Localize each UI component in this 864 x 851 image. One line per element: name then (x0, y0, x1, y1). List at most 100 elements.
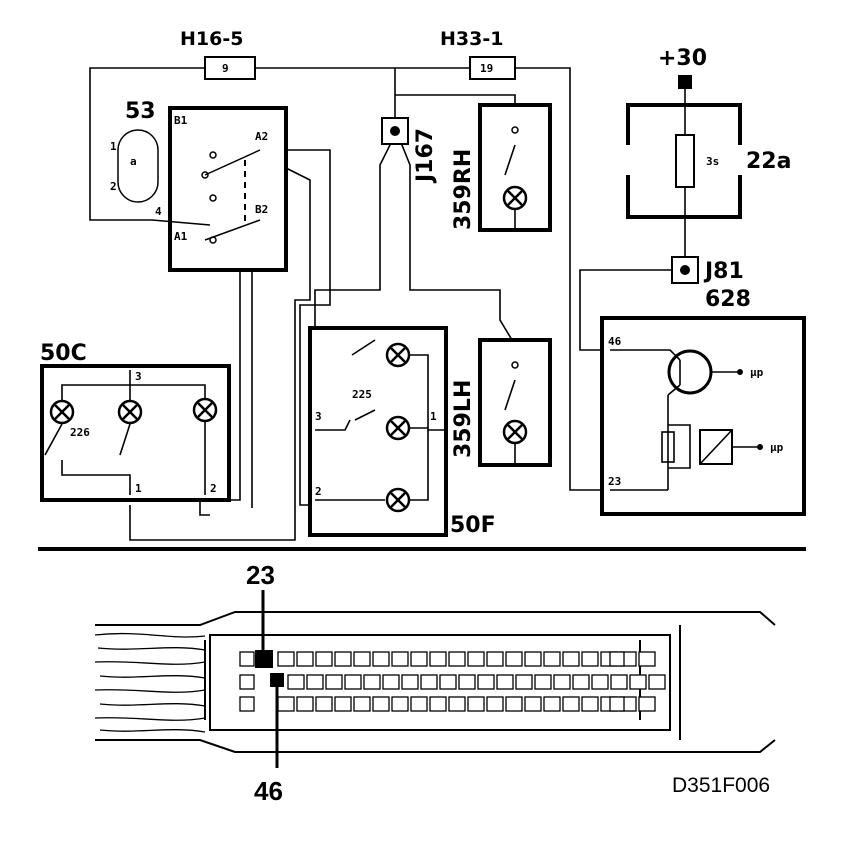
connector-cell (277, 651, 295, 667)
connector-cell (382, 674, 400, 690)
svg-text:a: a (130, 155, 137, 168)
connector-cell (638, 651, 656, 667)
svg-text:2: 2 (210, 482, 217, 495)
connector-cell (581, 696, 599, 712)
junction-j167: J167 (381, 117, 438, 184)
svg-text:46: 46 (608, 335, 622, 348)
svg-text:µp: µp (770, 441, 784, 454)
connector-cell (420, 674, 438, 690)
connector-cell (609, 696, 625, 712)
component-50f-label: 50F (450, 513, 496, 538)
j81-label: J81 (703, 259, 744, 284)
svg-text:1: 1 (135, 482, 142, 495)
connector-cell (562, 651, 580, 667)
connector-cell (515, 674, 533, 690)
svg-text:1: 1 (110, 140, 117, 153)
connector-cell (467, 651, 485, 667)
connector-cell (277, 696, 295, 712)
connector-cell (306, 674, 324, 690)
connector-cell (315, 651, 333, 667)
connector-cell (372, 651, 390, 667)
connector-cell (353, 651, 371, 667)
fuse-h33-pin: 19 (480, 62, 493, 75)
connector-cell (410, 696, 428, 712)
svg-text:3: 3 (135, 370, 142, 383)
connector-cell (524, 696, 542, 712)
connector-pin-23 (255, 650, 273, 668)
fuse-h16-pin: 9 (222, 62, 229, 75)
connector-cell (239, 696, 255, 712)
lamp-359rh: 359RH (451, 103, 552, 232)
fuse-22a: +30 3s 22a (625, 46, 791, 255)
connector-cell (629, 674, 647, 690)
lamp-359lh: 359LH (451, 338, 552, 467)
connector-cell (648, 674, 666, 690)
connector-cell (524, 651, 542, 667)
connector-cell (448, 651, 466, 667)
connector-cell (591, 674, 609, 690)
connector-cell (581, 651, 599, 667)
connector-cell (553, 674, 571, 690)
connector-cell (505, 651, 523, 667)
connector-cell (287, 674, 305, 690)
lamp-unit-50f: 3 1 2 225 50F (308, 326, 496, 538)
connector-cell (372, 696, 390, 712)
fuse-h16-label: H16-5 (180, 28, 243, 50)
svg-text:1: 1 (430, 410, 437, 423)
connector-cell (401, 674, 419, 690)
svg-text:23: 23 (608, 475, 621, 488)
connector-cell (344, 674, 362, 690)
pin-label-23: 23 (246, 560, 275, 590)
fuse-h16-5: H16-5 9 (180, 28, 256, 80)
component-53-label: 53 (125, 99, 156, 124)
connector-cell (363, 674, 381, 690)
svg-text:4: 4 (155, 205, 162, 218)
junction-j81: J81 (671, 256, 744, 284)
svg-text:3s: 3s (706, 155, 719, 168)
pin-label-46: 46 (254, 776, 283, 806)
svg-text:B1: B1 (174, 114, 188, 127)
connector-cell (296, 651, 314, 667)
connector-cell (477, 674, 495, 690)
connector-cell (448, 696, 466, 712)
connector-cell (439, 674, 457, 690)
connector-cell (334, 696, 352, 712)
component-22a-label: 22a (746, 149, 791, 174)
connector-cell (239, 651, 255, 667)
ecu-connector: 23 46 (94, 560, 776, 806)
connector-cell (353, 696, 371, 712)
connector-cell (429, 696, 447, 712)
connector-cell (505, 696, 523, 712)
rh-label: 359RH (451, 149, 476, 230)
j167-label: J167 (413, 128, 438, 184)
svg-text:A2: A2 (255, 130, 268, 143)
switch-53: 53 1 2 a 4 B1 A1 A2 B2 (110, 99, 288, 272)
component-628-label: 628 (705, 287, 751, 312)
connector-cell (534, 674, 552, 690)
svg-text:µp: µp (750, 366, 764, 379)
connector-cell (543, 696, 561, 712)
connector-cell (315, 696, 333, 712)
svg-text:225: 225 (352, 388, 372, 401)
lamp-unit-50c: 50C 3 1 2 226 (40, 341, 231, 502)
fuse-h33-label: H33-1 (440, 28, 503, 50)
connector-cell (638, 696, 656, 712)
svg-text:3: 3 (315, 410, 322, 423)
component-50c-label: 50C (40, 341, 87, 366)
svg-text:226: 226 (70, 426, 90, 439)
connector-cell (609, 651, 625, 667)
connector-cell (429, 651, 447, 667)
connector-cell (325, 674, 343, 690)
connector-cell (334, 651, 352, 667)
connector-cell (239, 674, 255, 690)
ecu-628: 628 46 23 µp µp (600, 287, 806, 516)
connector-cell (486, 696, 504, 712)
connector-cell (410, 651, 428, 667)
connector-cell (296, 696, 314, 712)
connector-cell (562, 696, 580, 712)
connector-cell (610, 674, 628, 690)
fuse-h33-1: H33-1 19 (440, 28, 516, 80)
svg-text:2: 2 (110, 180, 117, 193)
